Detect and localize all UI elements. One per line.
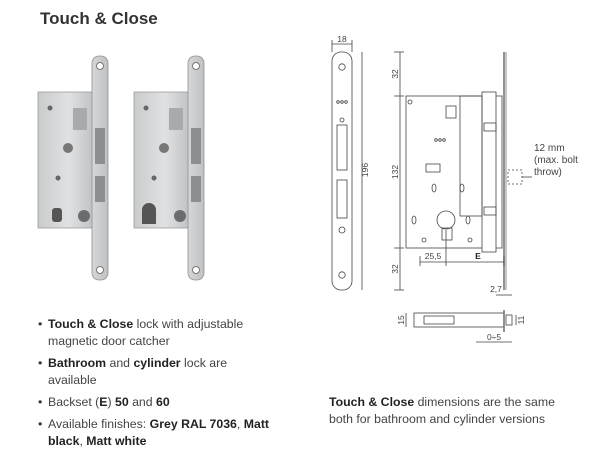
dim-latch-h1: 15 — [396, 315, 406, 325]
bolt-note-line2: (max. bolt — [534, 155, 578, 166]
bolt-note-line1: 12 mm — [534, 143, 565, 154]
lock-photo-bathroom — [37, 55, 109, 281]
dim-latch-gap: 0÷5 — [487, 332, 501, 342]
dim-backset-left: 25,5 — [425, 251, 442, 261]
product-photos — [37, 55, 205, 281]
dim-backset-e: E — [475, 251, 481, 261]
feature-item: Available finishes: Grey RAL 7036, Matt … — [38, 416, 278, 450]
bolt-note-line3: throw) — [534, 167, 562, 178]
lock-body-side-view — [405, 52, 507, 290]
feature-item: Backset (E) 50 and 60 — [38, 394, 278, 411]
latch-top-view — [413, 310, 513, 332]
dim-top-width: 18 — [337, 34, 347, 44]
dim-bottom-height: 32 — [390, 264, 400, 274]
dim-top-height: 32 — [390, 69, 400, 79]
dim-total-height: 196 — [360, 163, 370, 177]
dimensions-note: Touch & Close dimensions are the same bo… — [329, 395, 555, 426]
dim-faceplate-thickness: 2,7 — [490, 284, 502, 294]
lock-photo-cylinder — [133, 55, 205, 281]
feature-list: Touch & Close lock with adjustable magne… — [38, 316, 278, 455]
faceplate-front-view — [331, 51, 353, 291]
page-title: Touch & Close — [40, 9, 158, 28]
feature-item: Bathroom and cylinder lock are available — [38, 355, 278, 389]
technical-drawing: 18 196 32 132 32 25,5 E 2,7 — [331, 34, 578, 343]
dim-latch-h2: 11 — [516, 315, 526, 324]
feature-item: Touch & Close lock with adjustable magne… — [38, 316, 278, 350]
dim-mid-height: 132 — [390, 165, 400, 179]
